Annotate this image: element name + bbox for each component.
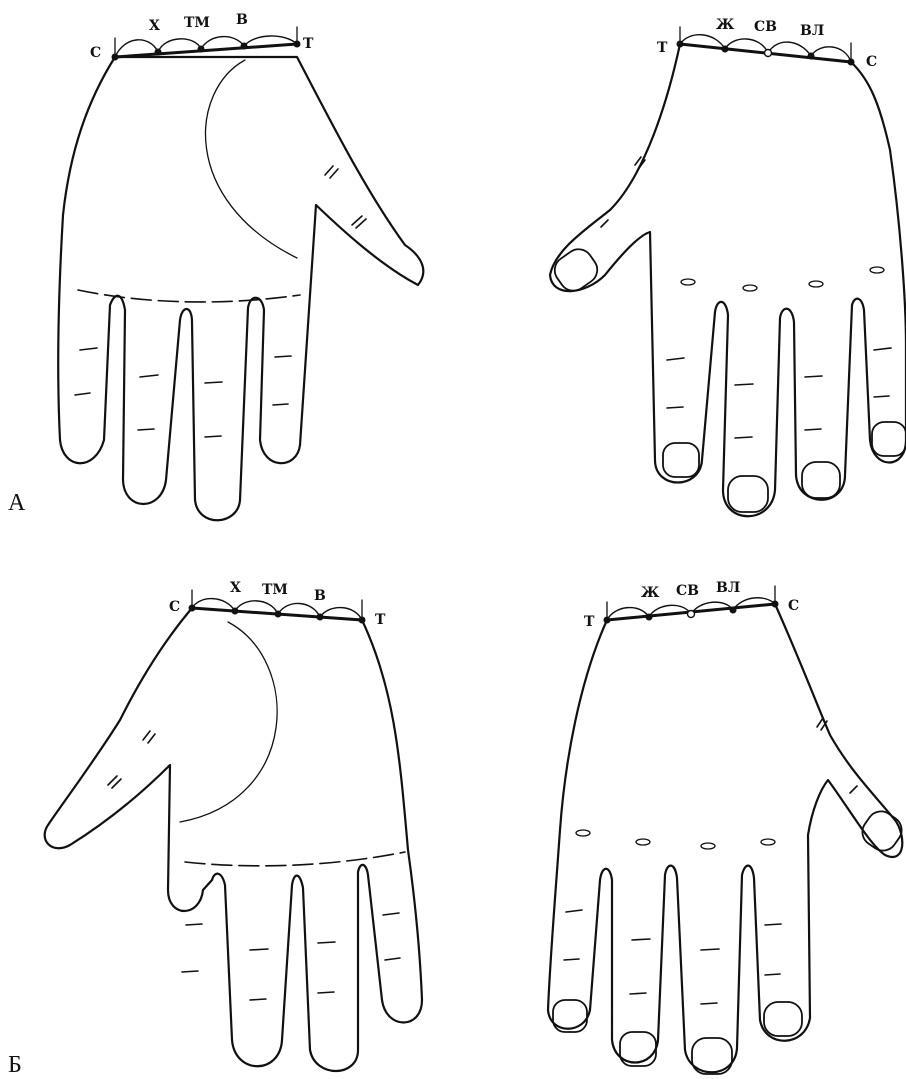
panel-b-back-label-2: СВ bbox=[676, 583, 699, 599]
panel-b: С Х ТМ В Т bbox=[8, 580, 906, 1078]
panel-a-label: А bbox=[8, 490, 26, 516]
panel-b-point-t bbox=[359, 617, 366, 624]
panel-b-back-point-zh bbox=[646, 614, 653, 621]
panel-b-back-label-1: Ж bbox=[641, 585, 660, 601]
panel-b-point-x bbox=[232, 608, 239, 615]
panel-b-back-outline bbox=[548, 604, 902, 1072]
panel-a-point-v bbox=[241, 43, 248, 50]
panel-a-palm-label-left: С bbox=[90, 45, 101, 61]
panel-a-back-point-t bbox=[677, 41, 684, 48]
panel-b-back-finger-creases bbox=[564, 718, 857, 1004]
panel-a-palm-hand bbox=[58, 27, 423, 520]
panel-a-back-label-right: С bbox=[866, 54, 877, 70]
panel-b-back-label-3: ВЛ bbox=[716, 580, 740, 596]
panel-b-palm-outline bbox=[45, 608, 422, 1071]
panel-a-point-x bbox=[155, 49, 162, 56]
panel-a-back-outline bbox=[550, 44, 906, 516]
panel-a-palm-label-3: В bbox=[236, 12, 248, 28]
panel-b-back-hand bbox=[548, 586, 906, 1074]
panel-a-wrist-bar bbox=[115, 44, 297, 57]
panel-a-palm-outline bbox=[58, 57, 423, 520]
panel-b-back-nails bbox=[553, 806, 906, 1074]
panel-a-palm-label-right: Т bbox=[303, 36, 314, 52]
panel-b-palm-crease bbox=[185, 852, 405, 866]
panel-a-back-nails bbox=[549, 244, 906, 512]
panel-a-back-point-c bbox=[848, 59, 855, 66]
panel-a-thenar-arc bbox=[206, 60, 297, 258]
panel-b-palm-hand bbox=[45, 590, 422, 1071]
panel-a-back-point-sv bbox=[765, 50, 772, 57]
panel-b-back-point-sv bbox=[688, 611, 695, 618]
panel-a-back-point-vl bbox=[808, 53, 815, 60]
panel-b-palm-label-1: Х bbox=[230, 580, 241, 596]
panel-a-back-label-3: ВЛ bbox=[800, 23, 824, 39]
panel-b-point-v bbox=[317, 614, 324, 621]
panel-a-back-label-1: Ж bbox=[716, 17, 735, 33]
panel-a-point-c bbox=[112, 54, 119, 61]
panel-a-knuckle-marks bbox=[681, 267, 884, 291]
panel-b-point-c bbox=[189, 605, 196, 612]
panel-b-back-point-vl bbox=[730, 607, 737, 614]
panel-b-palm-label-2: ТМ bbox=[262, 582, 288, 598]
panel-a-back-label-2: СВ bbox=[754, 19, 777, 35]
panel-b-back-label-left: Т bbox=[584, 614, 595, 630]
panel-a-back-point-zh bbox=[722, 46, 729, 53]
panel-b-label: Б bbox=[8, 1052, 22, 1078]
panel-b-point-tm bbox=[275, 611, 282, 618]
panel-b-back-label-right: С bbox=[788, 598, 799, 614]
panel-b-palm-label-3: В bbox=[314, 588, 326, 604]
panel-a-point-t bbox=[294, 41, 301, 48]
panel-b-thenar-arc bbox=[180, 622, 277, 822]
panel-b-back-point-t bbox=[604, 617, 611, 624]
panel-a-palm-label-2: ТМ bbox=[184, 15, 210, 31]
panel-b-back-point-c bbox=[772, 601, 779, 608]
panel-a-back-label-left: Т bbox=[657, 40, 668, 56]
panel-a-point-tm bbox=[198, 46, 205, 53]
panel-b-knuckle-marks bbox=[576, 830, 775, 849]
panel-b-palm-label-left: С bbox=[169, 599, 180, 615]
panel-a: С Х ТМ В Т bbox=[8, 12, 906, 520]
panel-a-back-hand bbox=[549, 27, 906, 516]
panel-a-palm-label-1: Х bbox=[149, 18, 160, 34]
panel-b-palm-label-right: Т bbox=[375, 612, 386, 628]
